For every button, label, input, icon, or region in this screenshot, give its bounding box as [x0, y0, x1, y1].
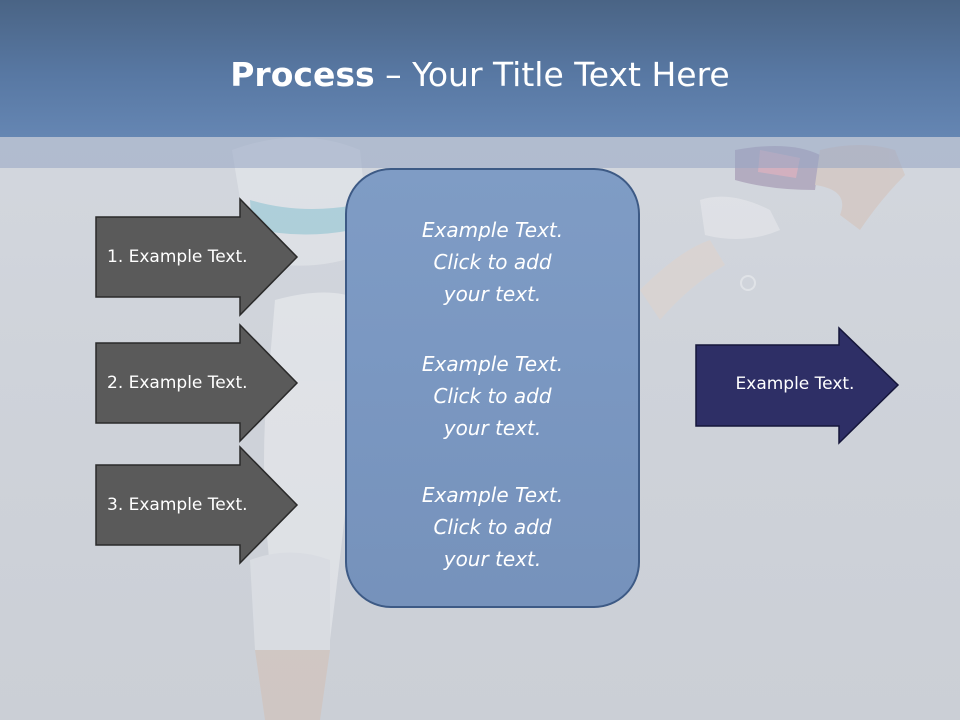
title-rest: – Your Title Text Here: [374, 55, 730, 94]
slide-title[interactable]: Process – Your Title Text Here: [0, 52, 960, 98]
output-label: Example Text.: [735, 374, 855, 394]
title-bold: Process: [230, 55, 375, 94]
step-arrow-2[interactable]: 2. Example Text.: [95, 323, 299, 443]
arrow-shape: [95, 323, 299, 443]
center-line: Click to add: [433, 384, 552, 408]
step-label: 1. Example Text.: [107, 247, 248, 267]
title-accent-strip: [0, 137, 960, 168]
center-box[interactable]: Example Text. Click to add your text. Ex…: [345, 168, 640, 608]
center-line: your text.: [443, 547, 542, 571]
arrow-shape: [95, 197, 299, 317]
title-bar: [0, 0, 960, 137]
step-label: 2. Example Text.: [107, 373, 248, 393]
center-line: Example Text.: [421, 352, 564, 376]
step-arrow-3[interactable]: 3. Example Text.: [95, 445, 299, 565]
center-line: your text.: [443, 282, 542, 306]
center-line: Example Text.: [421, 218, 564, 242]
step-arrow-1[interactable]: 1. Example Text.: [95, 197, 299, 317]
arrow-shape: [95, 445, 299, 565]
center-text-3[interactable]: Example Text. Click to add your text.: [347, 479, 638, 575]
center-text-1[interactable]: Example Text. Click to add your text.: [347, 214, 638, 310]
center-line: Click to add: [433, 515, 552, 539]
center-line: Example Text.: [421, 483, 564, 507]
arrow-shape: [695, 326, 900, 445]
step-label: 3. Example Text.: [107, 495, 248, 515]
center-text-2[interactable]: Example Text. Click to add your text.: [347, 348, 638, 444]
center-line: Click to add: [433, 250, 552, 274]
center-line: your text.: [443, 416, 542, 440]
output-arrow[interactable]: Example Text.: [695, 326, 900, 445]
